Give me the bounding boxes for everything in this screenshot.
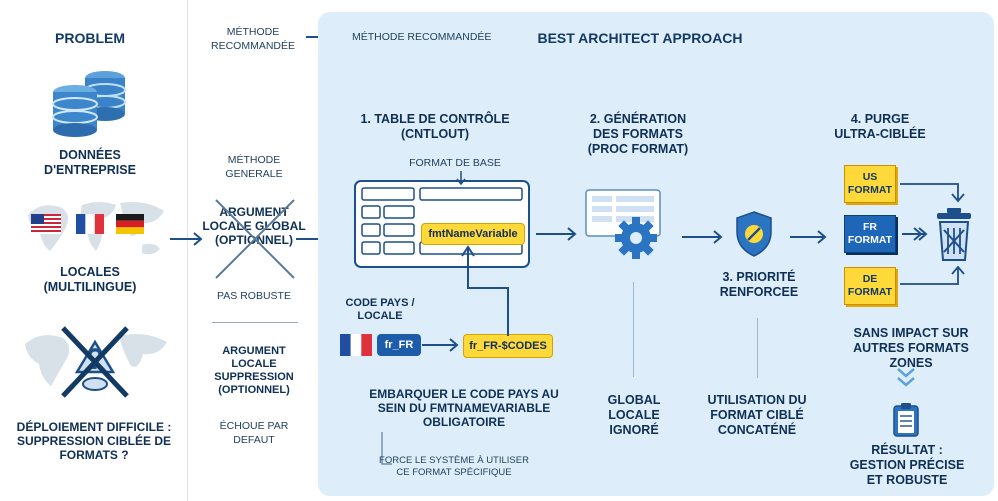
format-base-pointer — [455, 171, 467, 192]
fails-default-label: ÉCHOUE PAR DEFAUT — [219, 420, 289, 446]
no-impact-text: SANS IMPACT SUR AUTRES FORMATS ZONES — [853, 326, 969, 370]
fr-codes-pill: fr_FR-$CODES — [463, 334, 553, 358]
clipboard-icon — [892, 402, 920, 438]
de-flag-icon — [116, 214, 144, 234]
arrow-step2-to-step3 — [682, 230, 726, 249]
arrow-codes-to-variable — [460, 244, 516, 341]
code-pays-label: CODE PAYS / LOCALE — [345, 297, 415, 322]
force-bracket — [380, 432, 394, 472]
arrow-fr-to-trash — [902, 227, 932, 246]
fmt-variable-pill: fmtNameVariable — [421, 223, 525, 245]
recommended-method-label: MÉTHODE RECOMMANDÉE — [210, 26, 295, 52]
step2-title: 2. GÉNÉRATION DES FORMATS (PROC FORMAT) — [587, 112, 689, 156]
trash-icon — [934, 206, 974, 264]
shield-icon — [734, 210, 774, 258]
force-text: FORCE LE SYSTÈME À UTILISER CE FORMAT SP… — [379, 455, 529, 479]
format-generation-icon — [584, 188, 670, 262]
arrow-code-to-codes — [422, 338, 462, 357]
result-text: RÉSULTAT : GESTION PRÉCISE ET ROBUSTE — [849, 443, 965, 487]
architect-title: BEST ARCHITECT APPROACH — [537, 30, 743, 46]
crossed-out-icon — [212, 196, 298, 282]
step3-title: 3. PRIORITÉ RENFORCEE — [719, 270, 799, 299]
step1-title: 1. TABLE DE CONTRÔLE (CNTLOUT) — [360, 112, 510, 141]
fr-format-note: FR FORMAT — [844, 215, 896, 253]
arg-suppression-label: ARGUMENT LOCALE SUPPRESSION (OPTIONNEL) — [214, 345, 294, 396]
arg-global-label: ARGUMENT LOCALE GLOBAL (OPTIONNEL) — [202, 205, 306, 247]
step4-title: 4. PURGE ULTRA-CIBLÉE — [834, 112, 926, 141]
us-flag-icon — [31, 214, 61, 234]
arrow-de-to-trash — [900, 260, 970, 295]
arrow-us-to-trash — [900, 176, 970, 213]
deploy-difficult-label: DÉPLOIEMENT DIFFICILE : SUPPRESSION CIBL… — [16, 420, 172, 463]
arrow-step3-to-step4 — [790, 230, 830, 249]
fr-flag-small-icon — [340, 334, 372, 356]
fr-flag-icon — [76, 214, 104, 234]
de-format-note: DE FORMAT — [844, 267, 896, 305]
format-base-label: FORMAT DE BASE — [409, 157, 501, 169]
not-robust-label: PAS ROBUSTE — [217, 290, 291, 302]
us-format-note: US FORMAT — [844, 165, 896, 203]
general-method-label: MÉTHODE GENERALE — [225, 154, 283, 180]
embed-text: EMBARQUER LE CODE PAYS AU SEIN DU fmtNam… — [369, 387, 559, 430]
arrow-step1-to-step2 — [536, 227, 580, 246]
global-ignored-label: GLOBAL LOCALE IGNORÉ — [607, 393, 661, 437]
recommended-arrow-label: MÉTHODE RECOMMANDÉE — [352, 31, 492, 43]
fr-code-pill: fr_FR — [377, 334, 421, 356]
step3-separator — [757, 318, 758, 378]
chevrons-down-icon — [895, 366, 917, 390]
deploy-question-icon: ? — [15, 322, 175, 402]
step2-separator — [633, 282, 634, 377]
enterprise-data-label: DONNÉES D'ENTREPRISE — [44, 148, 136, 177]
problem-title: PROBLEM — [55, 30, 125, 46]
methods-separator — [212, 322, 298, 323]
usage-text: UTILISATION DU FORMAT CIBLÉ CONCATÉNÉ — [707, 393, 807, 437]
database-icon — [47, 68, 137, 140]
locales-label: LOCALES (MULTILINGUE) — [43, 265, 137, 294]
arrow-problem-to-methods — [170, 232, 206, 251]
column-divider — [187, 0, 188, 501]
